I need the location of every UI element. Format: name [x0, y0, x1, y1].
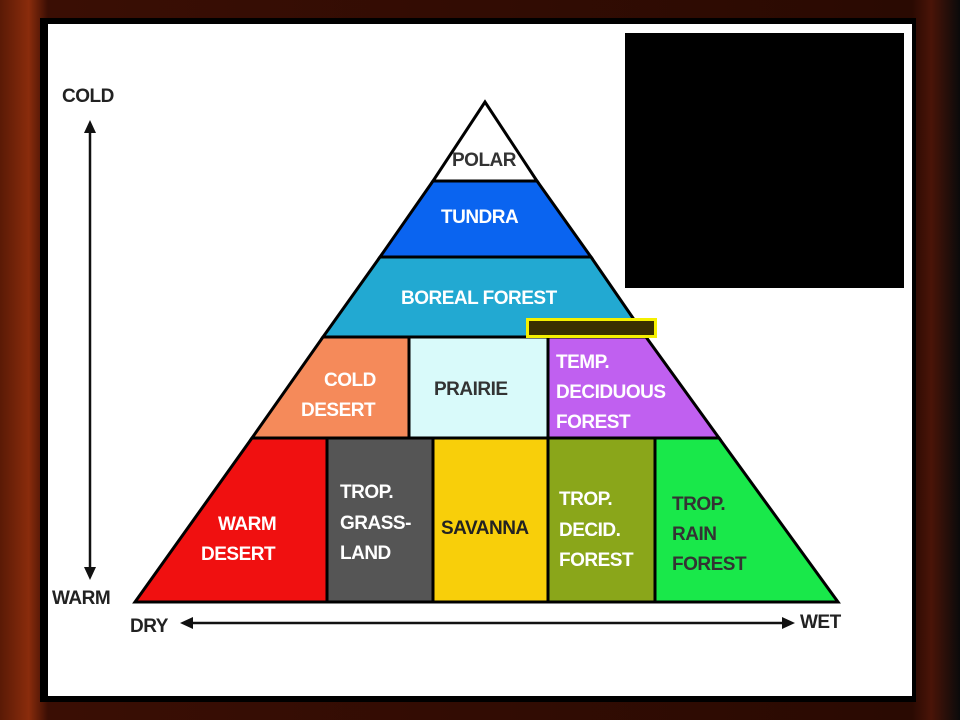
dry-wet-axis-arrow — [180, 617, 795, 629]
label-polar: POLAR — [452, 150, 517, 171]
label-trop-grassland-line-2: GRASS- — [340, 513, 411, 534]
region-trop-rain-forest — [653, 436, 841, 604]
label-cold-desert-line-2: DESERT — [301, 400, 376, 421]
label-savanna: SAVANNA — [441, 518, 529, 539]
label-warm-desert-line-2: DESERT — [201, 544, 276, 565]
label-trop-grassland-line-1: TROP. — [340, 482, 393, 503]
redaction-box — [625, 33, 904, 288]
label-trop-decid-forest-line-1: TROP. — [559, 489, 612, 510]
label-trop-rain-forest-line-2: RAIN — [672, 524, 716, 545]
axis-label-wet: WET — [800, 612, 842, 633]
label-temp-deciduous-line-2: DECIDUOUS — [556, 382, 666, 403]
highlight-bar — [526, 318, 657, 338]
label-tundra: TUNDRA — [441, 207, 519, 228]
label-temp-deciduous-line-3: FOREST — [556, 412, 631, 433]
axis-label-warm: WARM — [52, 588, 110, 609]
axis-label-cold: COLD — [62, 86, 114, 107]
label-trop-decid-forest-line-2: DECID. — [559, 520, 620, 541]
label-trop-rain-forest-line-1: TROP. — [672, 494, 725, 515]
label-trop-grassland-line-3: LAND — [340, 543, 391, 564]
cold-warm-axis-arrow — [84, 120, 96, 580]
label-boreal-forest: BOREAL FOREST — [401, 288, 558, 309]
label-warm-desert-line-1: WARM — [218, 514, 276, 535]
label-temp-deciduous-line-1: TEMP. — [556, 352, 609, 373]
label-trop-rain-forest-line-3: FOREST — [672, 554, 747, 575]
label-trop-decid-forest-line-3: FOREST — [559, 550, 634, 571]
axis-label-dry: DRY — [130, 616, 169, 637]
label-prairie: PRAIRIE — [434, 379, 508, 400]
label-cold-desert-line-1: COLD — [324, 370, 376, 391]
